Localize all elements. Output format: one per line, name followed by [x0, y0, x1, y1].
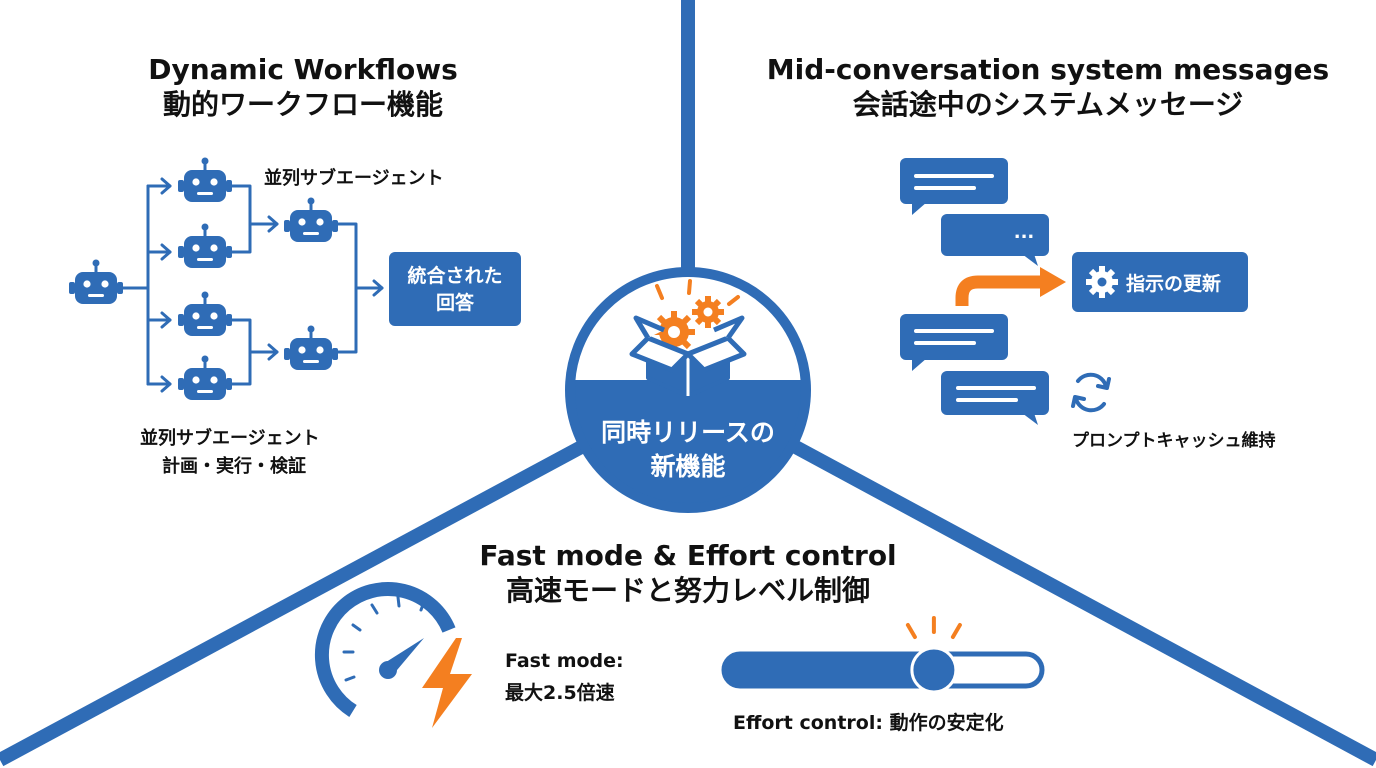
integrated-answer-box: 統合された 回答 — [389, 252, 521, 326]
fast-mode-label-line2: 最大2.5倍速 — [505, 682, 615, 704]
center-label-line1: 同時リリースの — [601, 418, 775, 447]
plan-execute-verify-label: 計画・実行・検証 — [162, 456, 306, 477]
fastmode-title: Fast mode & Effort control 高速モードと努力レベル制御 — [440, 538, 936, 608]
bubble-dots: ... — [1014, 222, 1035, 243]
center-label-line2: 新機能 — [650, 452, 725, 481]
workflows-title-en: Dynamic Workflows — [148, 53, 458, 86]
fastmode-title-ja: 高速モードと努力レベル制御 — [505, 574, 870, 607]
workflows-title-ja: 動的ワークフロー機能 — [162, 88, 443, 121]
effort-rays — [905, 616, 962, 639]
chat-bubble-icon — [900, 314, 1008, 371]
gear-icon — [1086, 266, 1118, 298]
effort-slider-knob — [910, 646, 958, 694]
open-box-with-gears-icon — [629, 279, 747, 398]
parallel-subagent-label-bottom: 並列サブエージェント — [140, 428, 320, 449]
parallel-subagent-label-top: 並列サブエージェント — [264, 168, 444, 189]
robot-icon — [176, 290, 234, 338]
workflow-robots — [67, 156, 340, 402]
update-instructions-label: 指示の更新 — [1126, 272, 1221, 295]
fast-mode-label-line1: Fast mode: — [505, 650, 624, 672]
fastmode-title-en: Fast mode & Effort control — [479, 539, 897, 572]
robot-icon — [176, 222, 234, 270]
effort-control-label: Effort control: 動作の安定化 — [733, 712, 1004, 734]
chat-bubble-icon — [900, 158, 1008, 215]
effort-slider-fill — [724, 654, 934, 686]
messages-title-en: Mid-conversation system messages — [766, 53, 1330, 86]
workflows-title: Dynamic Workflows 動的ワークフロー機能 — [40, 52, 566, 122]
effort-slider — [721, 616, 1045, 694]
chat-bubble-icon — [941, 371, 1049, 425]
message-bubbles: ... — [900, 158, 1049, 425]
robot-icon — [67, 258, 125, 306]
messages-title: Mid-conversation system messages 会話途中のシス… — [760, 52, 1336, 122]
integrated-answer-line1: 統合された — [407, 264, 502, 287]
robot-icon — [176, 354, 234, 402]
divider-line-left — [0, 438, 589, 767]
chat-bubble-icon: ... — [941, 214, 1049, 266]
robot-icon — [282, 324, 340, 372]
robot-icon — [282, 196, 340, 244]
speedometer-icon — [314, 582, 456, 717]
lightning-icon — [422, 638, 472, 728]
workflow-connectors — [120, 177, 384, 393]
center-badge: 同時リリースの 新機能 — [565, 267, 811, 513]
update-instructions-box: 指示の更新 — [1072, 252, 1248, 312]
robot-icon — [176, 156, 234, 204]
integrated-answer-line2: 回答 — [436, 291, 475, 314]
refresh-icon — [1071, 372, 1111, 413]
divider-line-right — [788, 438, 1376, 767]
messages-title-ja: 会話途中のシステムメッセージ — [852, 88, 1244, 121]
update-arrow — [955, 267, 1066, 306]
prompt-cache-label: プロンプトキャッシュ維持 — [1072, 431, 1276, 451]
